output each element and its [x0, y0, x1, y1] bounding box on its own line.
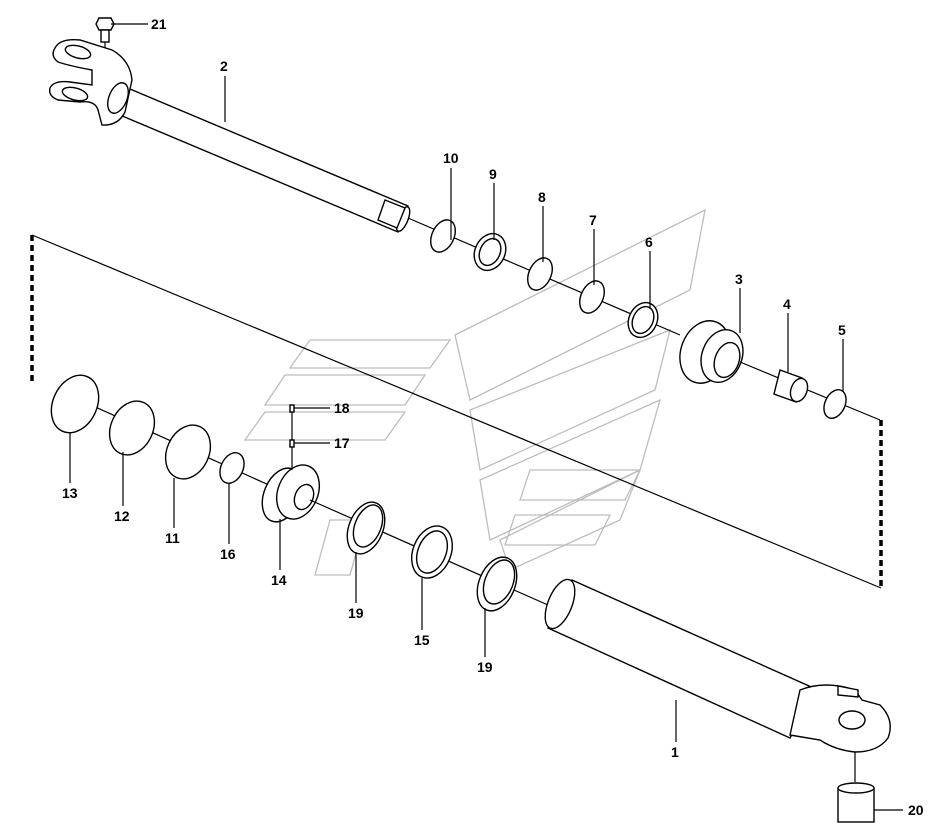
cylinder-tube: [544, 578, 891, 753]
callout-4: 4: [783, 296, 791, 312]
callout-10: 10: [443, 150, 459, 166]
ring-8: [527, 257, 553, 291]
watermark-logo: [243, 208, 706, 576]
callout-9: 9: [489, 166, 497, 182]
callout-6: 6: [645, 234, 653, 250]
gland: [679, 320, 744, 384]
piston: [261, 404, 321, 523]
callout-19-lower: 19: [477, 659, 493, 675]
callout-8: 8: [538, 189, 546, 205]
wear-rings: [309, 499, 549, 612]
leader-lines: [69, 23, 903, 811]
callout-15: 15: [414, 632, 430, 648]
snap-ring-10: [430, 219, 456, 253]
callout-19-upper: 19: [348, 605, 364, 621]
ring-12: [108, 400, 156, 456]
bracket-frame: [30, 234, 883, 589]
callout-5: 5: [838, 322, 846, 338]
callout-1: 1: [671, 744, 679, 760]
piston-rings: [50, 374, 281, 491]
bushing-and-ring: [739, 361, 881, 421]
callout-21: 21: [151, 16, 167, 32]
ring-11: [164, 424, 212, 480]
ring-7: [579, 280, 605, 314]
callout-7: 7: [589, 212, 597, 228]
callout-13: 13: [62, 485, 78, 501]
rod-seals: [407, 217, 681, 339]
callout-12: 12: [114, 508, 130, 524]
callout-18: 18: [334, 400, 350, 416]
bushing-20: [837, 752, 875, 823]
piston-rod: [48, 38, 411, 233]
callout-20: 20: [908, 802, 924, 818]
callout-16: 16: [220, 546, 236, 562]
callout-11: 11: [165, 530, 180, 546]
ring-13: [50, 374, 100, 434]
callout-3: 3: [735, 271, 743, 287]
grease-nipple: [95, 17, 115, 52]
callout-2: 2: [220, 58, 228, 74]
callout-17: 17: [334, 435, 350, 451]
callout-14: 14: [271, 572, 287, 588]
callout-labels: 21 2 10 9 8 7 6 3 4 5 18 17 13 12 11 16 …: [62, 16, 924, 818]
ring-16: [219, 452, 245, 484]
